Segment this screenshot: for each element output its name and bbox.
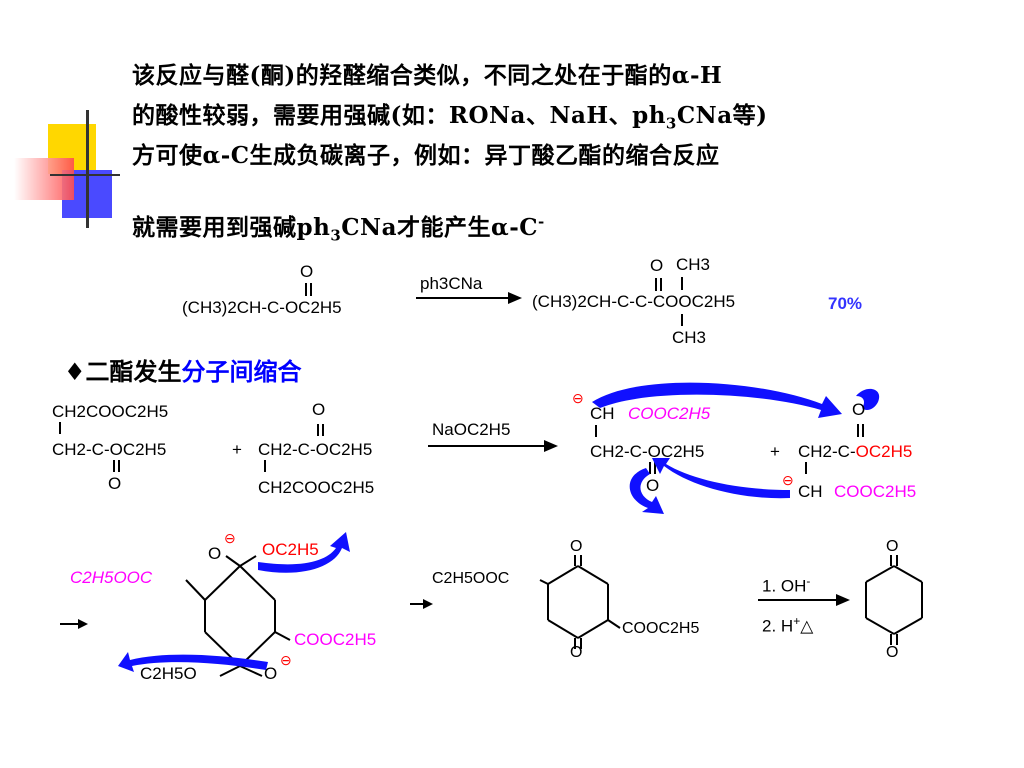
reaction1-bonds [305,277,683,326]
carbanion-charge-icon: ⊖ [280,652,292,668]
deco-red-square [14,158,74,200]
intro-line-4: 就需要用到强碱ph3CNa才能产生α-C- [132,208,545,245]
i2-leaving-group: OC2H5 [855,442,913,461]
alpha-symbol: α [202,142,221,169]
plus-sign: + [770,442,780,461]
section-prefix: 二酯发生 [85,357,182,386]
intermediate-top-o: O [208,544,222,563]
deco-horizontal-line [50,174,120,176]
plus-sign: + [232,440,242,459]
step2-acid-heat: 2. H+△ [762,614,814,636]
cyclohexanedione-ring [865,555,923,645]
intro-text: 方可使 [132,142,203,169]
intro-text: CNa才能产生 [341,214,491,241]
reaction3-final-arrow [758,594,850,606]
i2-bottom-ch: CH [798,482,823,501]
i2-bottom-ester: COOC2H5 [834,482,917,501]
step1-hydrolysis: 1. OH- [762,574,811,596]
intermediate-bottom-o: O [264,664,278,683]
m2-mid: CH2-C-OC2H5 [258,440,373,459]
m1-mid: CH2-C-OC2H5 [52,440,167,459]
reaction1-product: (CH3)2CH-C-C-COOC2H5 [532,292,736,311]
reaction1-reactant-o: O [300,262,314,281]
subscript: 3 [665,114,677,133]
reaction1-product-ch3-bottom: CH3 [672,328,707,347]
reaction2-curly-arrows [592,382,880,514]
intro-text: CNa等) [676,102,768,129]
final-o-top: O [886,538,899,555]
intro-line-3: 方可使α-C生成负碳离子，例如：异丁酸乙酯的缩合反应 [132,136,720,170]
reaction3-arrow-in [60,619,88,629]
reaction1-yield: 70% [828,294,863,313]
i1-mid: CH2-C-OC2H5 [590,442,705,461]
reaction1-reactant: (CH3)2CH-C-OC2H5 [182,298,342,317]
carbanion-charge-icon: ⊖ [782,472,794,488]
m2-bottom: CH2COOC2H5 [258,478,375,497]
reaction2-reagent: NaOC2H5 [432,420,511,439]
carbanion-charge-icon: ⊖ [224,530,236,546]
alpha-symbol: α [671,62,690,89]
i1-top-ester: COOC2H5 [628,404,711,423]
i2-mid-a: CH2-C- [798,442,856,461]
i2-o: O [852,400,866,419]
reaction1-product-ch3-top: CH3 [676,255,711,274]
section-highlight: 分子间缩合 [181,357,302,386]
mid-ester-right: COOC2H5 [622,620,700,637]
intro-text: -C [509,214,539,241]
intermediate-left-ester: C2H5OOC [70,568,153,587]
intro-line-1: 该反应与醛(酮)的羟醛缩合类似，不同之处在于酯的α-H [132,56,722,90]
reaction1-product-o: O [650,256,664,275]
intro-line-2: 的酸性较弱，需要用强碱(如：RONa、NaH、ph3CNa等) [132,96,767,133]
final-o-bottom: O [886,644,899,661]
intermediate-right-ester: COOC2H5 [294,630,377,649]
i2-mid: CH2-C-OC2H5 [798,442,912,462]
reaction1-arrow [416,292,522,304]
mid-o-bottom: O [570,644,583,661]
section-heading: ♦二酯发生分子间缩合 [64,352,302,387]
reaction3-curly-arrows [118,532,350,672]
m1-top: CH2COOC2H5 [52,402,169,421]
carbanion-charge-icon: ⊖ [572,390,584,406]
reaction1-reagent: ph3CNa [420,274,483,293]
diketo-diester-ring [539,555,621,649]
bullet-icon: ♦ [64,357,86,386]
reaction2-arrow [428,440,558,452]
intro-text: -C生成负碳离子，例如：异丁酸乙酯的缩合反应 [220,142,720,169]
mid-ester-left: C2H5OOC [432,570,510,587]
alpha-symbol: α [490,214,510,241]
superscript: - [538,212,545,231]
m2-o: O [312,400,326,419]
intro-text: 的酸性较弱，需要用强碱(如：RONa、NaH、ph [132,102,666,129]
m1-o: O [108,474,122,493]
i1-top-ch: CH [590,404,615,423]
i1-o: O [646,476,660,495]
deco-vertical-line [86,110,89,228]
reaction2-bonds [59,422,864,474]
intro-text: -H [689,62,723,89]
corner-decoration [0,110,120,230]
reaction3-arrow-mid [410,599,433,609]
intermediate-bottom-ethoxy: C2H5O [140,664,197,683]
mid-o-top: O [570,538,583,555]
intro-text: 该反应与醛(酮)的羟醛缩合类似，不同之处在于酯的 [132,62,672,89]
subscript: 3 [330,226,342,245]
intermediate-leaving-group: OC2H5 [262,540,319,559]
intro-text: 就需要用到强碱ph [132,214,331,241]
